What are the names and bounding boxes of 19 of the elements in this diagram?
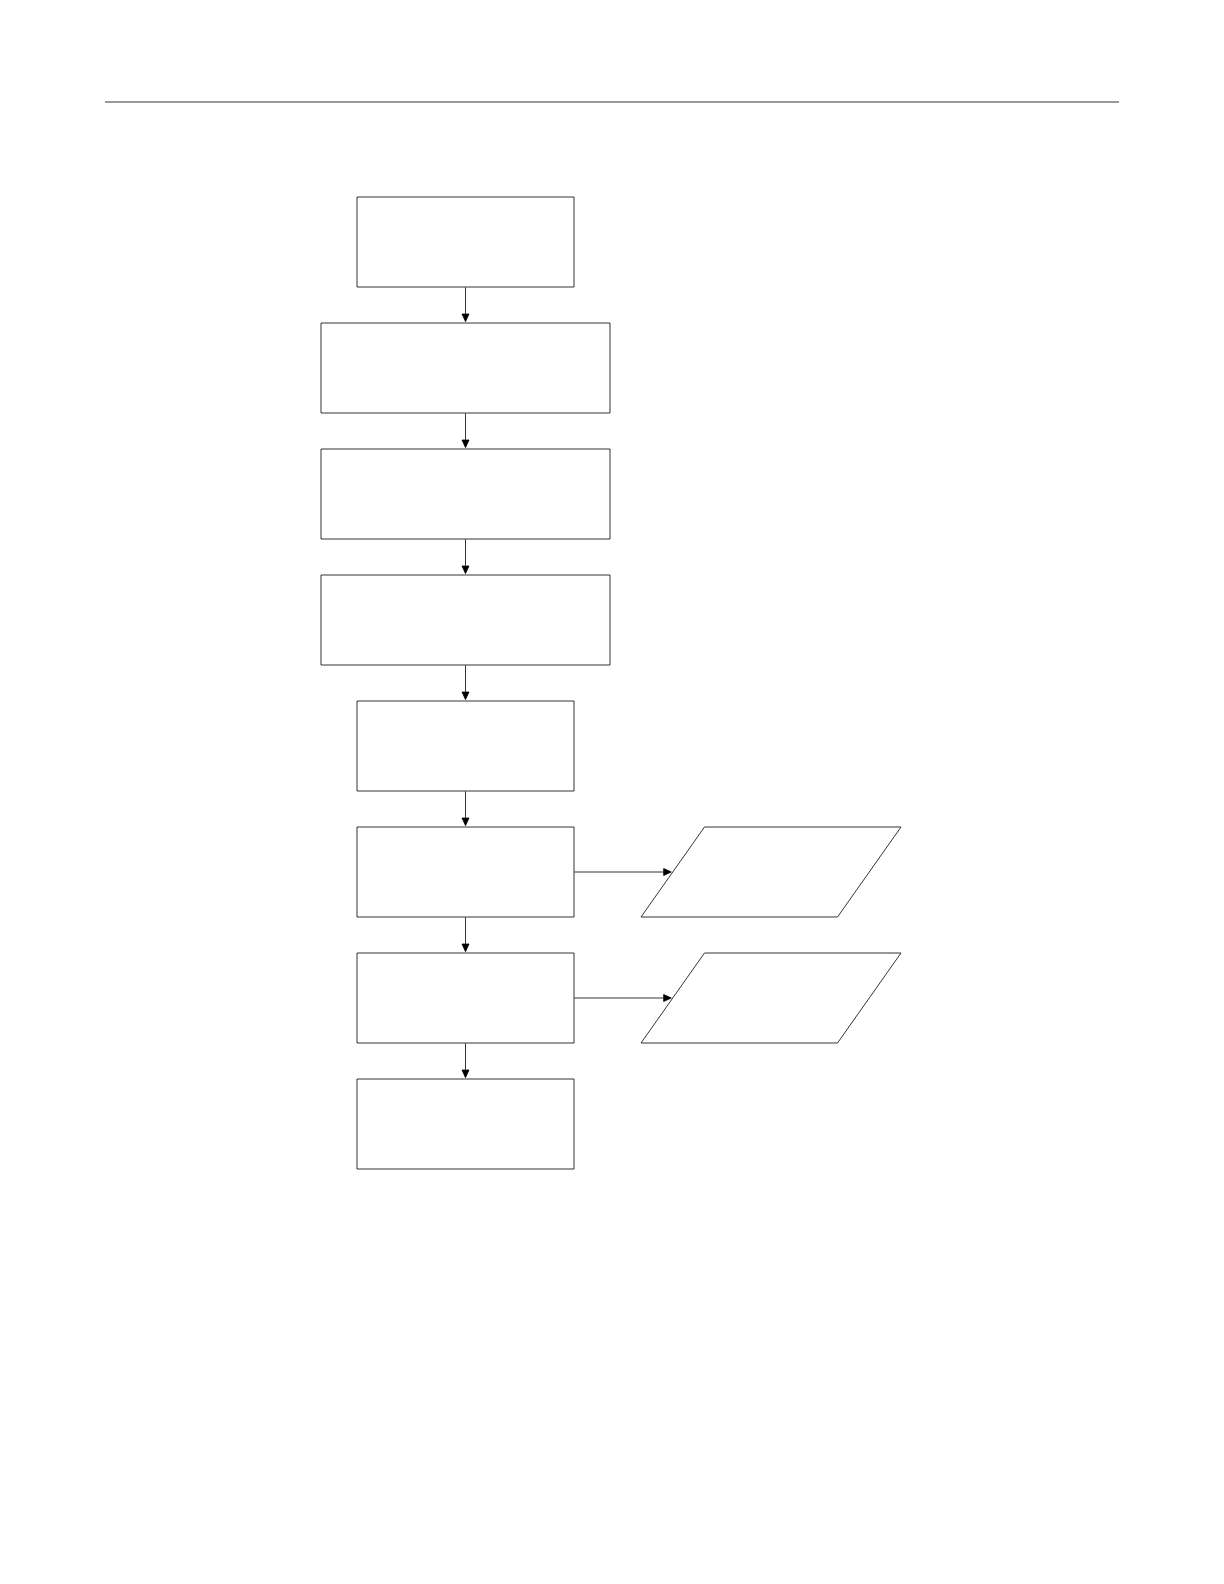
arrow [461,539,470,574]
process-box [356,952,575,1044]
arrow [574,994,672,1002]
process-box [356,196,575,288]
process-box [356,1078,575,1170]
arrow [574,868,672,876]
arrow [461,665,470,700]
process-box [356,826,575,918]
process-box [320,322,611,414]
arrow [461,1043,470,1079]
process-box [356,700,575,792]
arrow [461,413,470,448]
data-parallelogram [640,952,902,1044]
arrow [461,917,470,953]
arrow [461,287,470,322]
data-parallelogram [640,826,902,918]
arrow [461,791,470,826]
process-box [320,448,611,540]
process-box [320,574,611,666]
